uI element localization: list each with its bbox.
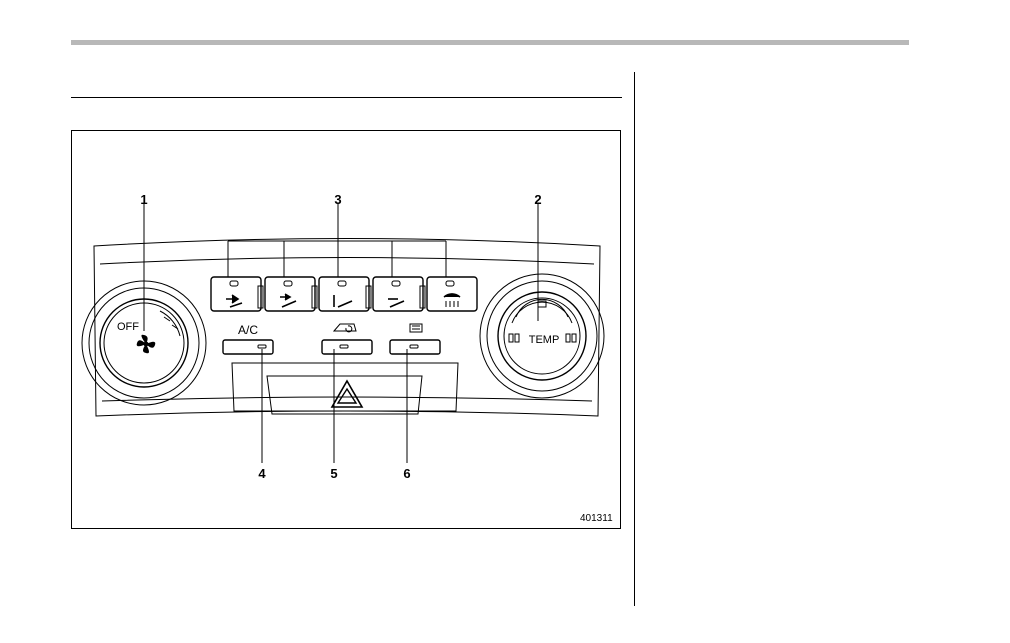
top-rule: [71, 40, 909, 45]
figure-id: 401311: [580, 514, 613, 524]
fan-icon: [137, 335, 156, 354]
callout-2: 2: [534, 193, 541, 206]
hazard-icon: [332, 381, 362, 407]
recirc-button-shape: [322, 340, 372, 354]
callout-1: 1: [140, 193, 147, 206]
callout-3: 3: [334, 193, 341, 206]
climate-control-figure: 1 2 3 4 5 6 A/C OFF TEMP 401311: [71, 130, 621, 529]
bilevel-vent-icon: [280, 294, 290, 300]
temp-label: TEMP: [529, 334, 560, 346]
climate-panel-illustration: [72, 131, 622, 530]
ac-label: A/C: [238, 324, 258, 336]
section-rule: [71, 97, 622, 98]
callout-5: 5: [330, 467, 337, 480]
rear-defrost-button-shape: [390, 340, 440, 354]
column-divider: [634, 72, 635, 606]
rear-defrost-icon: [410, 324, 422, 332]
callout-6: 6: [403, 467, 410, 480]
recirculation-icon: [334, 324, 356, 331]
defrost-icon: [444, 294, 460, 297]
mode-button-row: [211, 277, 477, 311]
face-vent-icon: [226, 295, 238, 303]
off-label: OFF: [117, 321, 139, 333]
callout-4: 4: [258, 467, 265, 480]
